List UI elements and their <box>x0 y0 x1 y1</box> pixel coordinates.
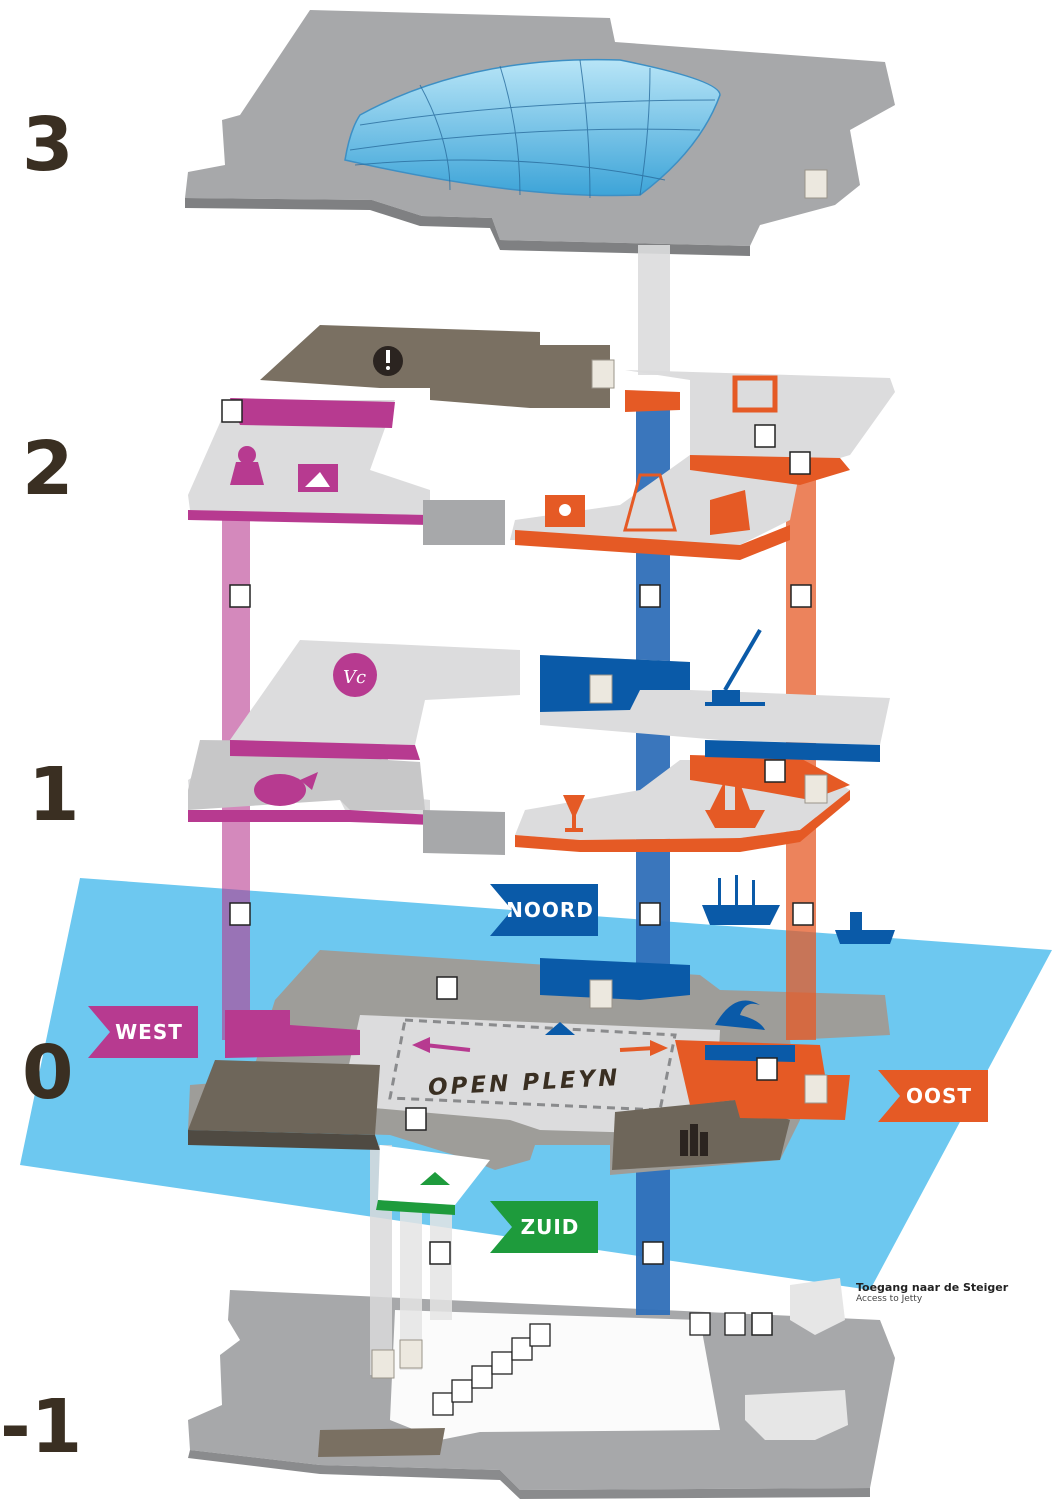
floor-3 <box>185 10 895 256</box>
floor-label-1: 1 <box>28 752 80 838</box>
jetty-access-label: Toegang naar de Steiger Access to Jetty <box>856 1281 1008 1304</box>
wheelchair-icons <box>405 424 786 1336</box>
wave-icon <box>715 1000 765 1030</box>
floor-label-3: 3 <box>22 102 74 188</box>
floor-label-2: 2 <box>22 426 74 512</box>
goblet-icon <box>563 795 585 832</box>
stairs-icons <box>371 169 828 1379</box>
library-icon <box>680 1124 708 1156</box>
painting-icon <box>732 375 778 413</box>
ship-icon <box>702 875 895 944</box>
floor-2 <box>188 325 895 560</box>
crane-icon <box>705 628 765 706</box>
amenities-minus1 <box>432 1312 746 1416</box>
sailor-icon <box>230 446 264 485</box>
floor-label-minus1: -1 <box>0 1384 83 1470</box>
hull-icon <box>710 490 750 535</box>
voc-icon <box>333 653 377 697</box>
sextant-icon <box>623 473 677 532</box>
floor-minus1 <box>188 1278 895 1499</box>
elevator-icons <box>221 399 814 1265</box>
jetty-title: Toegang naar de Steiger <box>856 1281 1009 1294</box>
whale-icon <box>254 772 318 806</box>
direction-arrows <box>412 1022 668 1185</box>
floor-label-0: 0 <box>22 1030 74 1116</box>
svg-text:Vc: Vc <box>343 667 366 688</box>
sailing-ship-icon <box>705 770 765 828</box>
jetty-subtitle: Access to Jetty <box>856 1294 923 1304</box>
